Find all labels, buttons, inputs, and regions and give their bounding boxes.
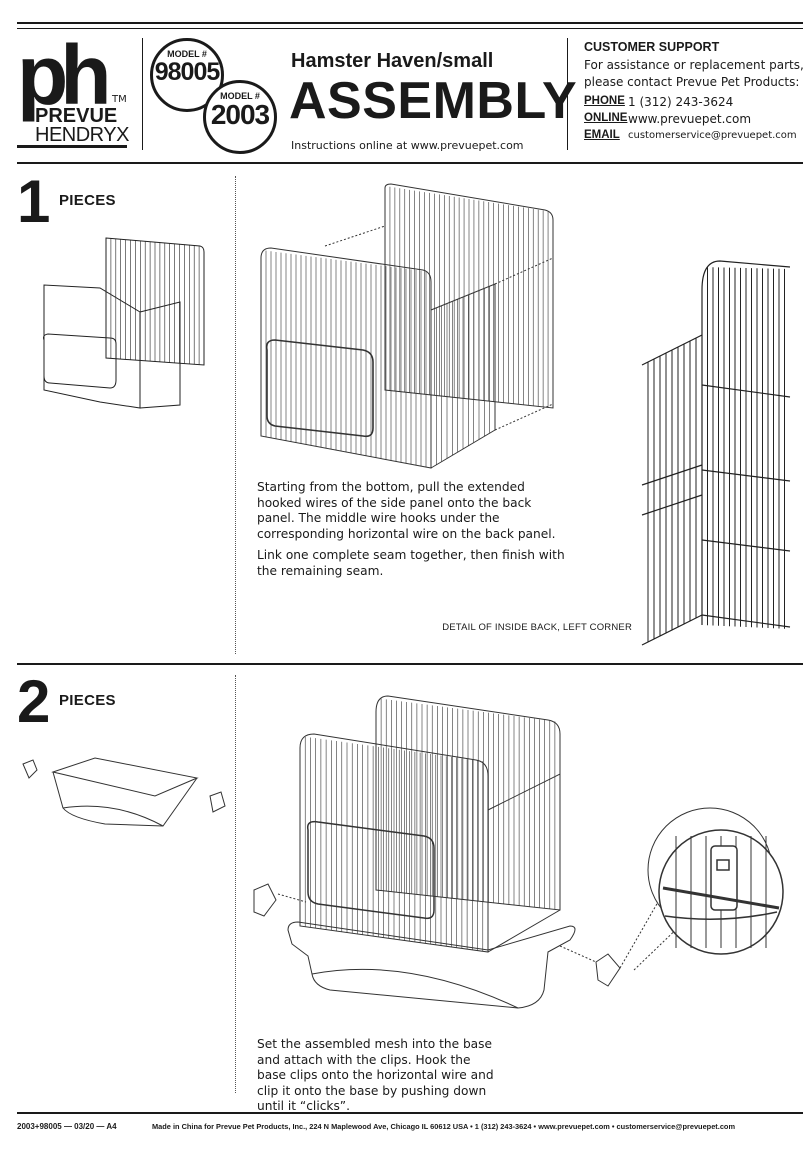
step2-pieces-label: PIECES [59, 692, 116, 709]
top-rule-thin [17, 28, 803, 29]
online-value[interactable]: www.prevuepet.com [628, 112, 752, 126]
step2-instructions: Set the assembled mesh into the base and… [257, 1037, 494, 1113]
header-divider-right [567, 38, 568, 150]
step1-detail-illustration [641, 260, 791, 646]
phone-label: PHONE [584, 95, 625, 107]
step1-para2: Link one complete seam together, then fi… [257, 548, 565, 578]
step1-instructions: Starting from the bottom, pull the exten… [257, 480, 567, 579]
brand-tm: TM [112, 94, 127, 105]
model-badge-2003: MODEL # 2003 [203, 80, 277, 154]
brand-mark: ph [17, 28, 112, 122]
footer-code: 2003+98005 — 03/20 — A4 [17, 1122, 117, 1131]
step1-number: 1 [17, 168, 51, 235]
footer-address: Made in China for Prevue Pet Products, I… [152, 1122, 736, 1131]
step1-pieces-illustration [43, 237, 205, 409]
page-title: ASSEMBLY [289, 72, 578, 130]
brand-name-prevue: PREVUE [35, 105, 118, 127]
brand-name-hendryx: HENDRYX [35, 124, 129, 146]
footer-rule [17, 1112, 803, 1114]
product-name: Hamster Haven/small [291, 50, 494, 72]
step1-cage-panels [260, 183, 554, 469]
section1-rule [17, 162, 803, 164]
step1-para1: Starting from the bottom, pull the exten… [257, 480, 556, 541]
support-heading: CUSTOMER SUPPORT [584, 40, 720, 54]
step2-number: 2 [17, 668, 51, 735]
step2-divider [235, 675, 236, 1093]
email-value[interactable]: customerservice@prevuepet.com [628, 130, 797, 141]
step2-pieces-illustration [22, 757, 226, 827]
step2-cage-assembly [253, 695, 773, 1009]
brand-logo: ph TM PREVUE HENDRYX [17, 30, 129, 148]
online-label: ONLINE [584, 112, 628, 124]
email-label: EMAIL [584, 129, 620, 141]
detail-caption: DETAIL OF INSIDE BACK, LEFT CORNER [442, 622, 632, 633]
phone-value[interactable]: 1 (312) 243-3624 [628, 95, 734, 109]
step2-clip-detail [658, 829, 784, 955]
step1-pieces-label: PIECES [59, 192, 116, 209]
section2-rule [17, 663, 803, 665]
support-line2: please contact Prevue Pet Products: [584, 75, 800, 89]
support-line1: For assistance or replacement parts, [584, 58, 804, 72]
instructions-link[interactable]: Instructions online at www.prevuepet.com [291, 139, 524, 152]
customer-support: CUSTOMER SUPPORT For assistance or repla… [584, 40, 804, 159]
top-rule [17, 22, 803, 24]
step1-divider [235, 176, 236, 654]
header-divider-left [142, 38, 143, 150]
brand-underline [17, 145, 127, 148]
